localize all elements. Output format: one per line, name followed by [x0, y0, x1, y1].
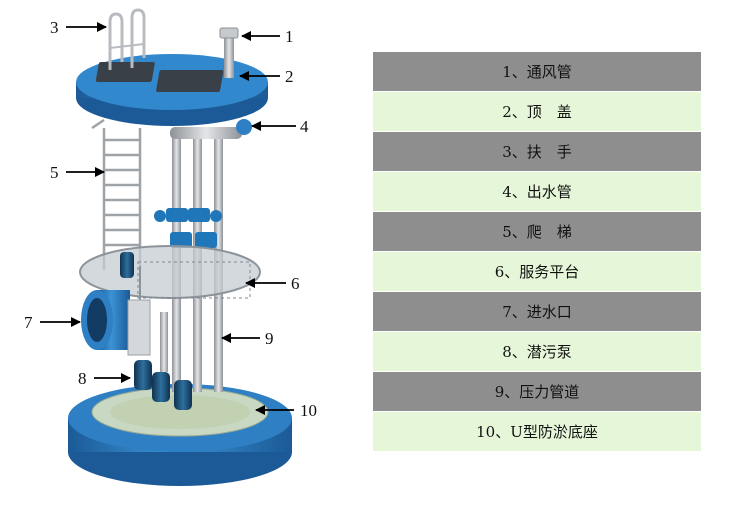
valves [154, 208, 222, 248]
callout-9: 9 [265, 329, 274, 348]
u-type-base [68, 384, 292, 486]
callout-5: 5 [50, 163, 59, 182]
component-legend-table: 1、通风管 2、顶 盖 3、扶 手 4、出水管 5、爬 梯 6、服务平台 7、进… [373, 52, 701, 452]
legend-row-water-inlet: 7、进水口 [373, 292, 701, 332]
legend-row-ladder: 5、爬 梯 [373, 212, 701, 252]
legend-row-ventilation-pipe: 1、通风管 [373, 52, 701, 92]
callout-3: 3 [50, 18, 59, 37]
callout-arrows [40, 22, 296, 415]
pump-station-diagram: 1 2 3 4 5 6 7 8 9 10 [24, 8, 317, 486]
legend-row-submersible-pump: 8、潜污泵 [373, 332, 701, 372]
legend-row-top-cover: 2、顶 盖 [373, 92, 701, 132]
ladder [91, 118, 142, 270]
callout-4: 4 [300, 117, 309, 136]
legend-row-u-type-base: 10、U型防淤底座 [373, 412, 701, 452]
callout-7: 7 [24, 313, 33, 332]
callout-2: 2 [285, 67, 294, 86]
submersible-pumps [120, 252, 192, 410]
water-inlet [81, 290, 151, 356]
legend-row-pressure-pipe: 9、压力管道 [373, 372, 701, 412]
ventilation-pipe [219, 27, 239, 78]
handrails [108, 8, 146, 70]
top-cover [76, 54, 268, 126]
legend-row-service-platform: 6、服务平台 [373, 252, 701, 292]
legend-row-handrail: 3、扶 手 [373, 132, 701, 172]
outlet-pipe [170, 119, 252, 139]
callout-6: 6 [291, 274, 300, 293]
callout-1: 1 [285, 27, 294, 46]
callout-10: 10 [300, 401, 317, 420]
legend-row-outlet-pipe: 4、出水管 [373, 172, 701, 212]
callout-8: 8 [78, 369, 87, 388]
